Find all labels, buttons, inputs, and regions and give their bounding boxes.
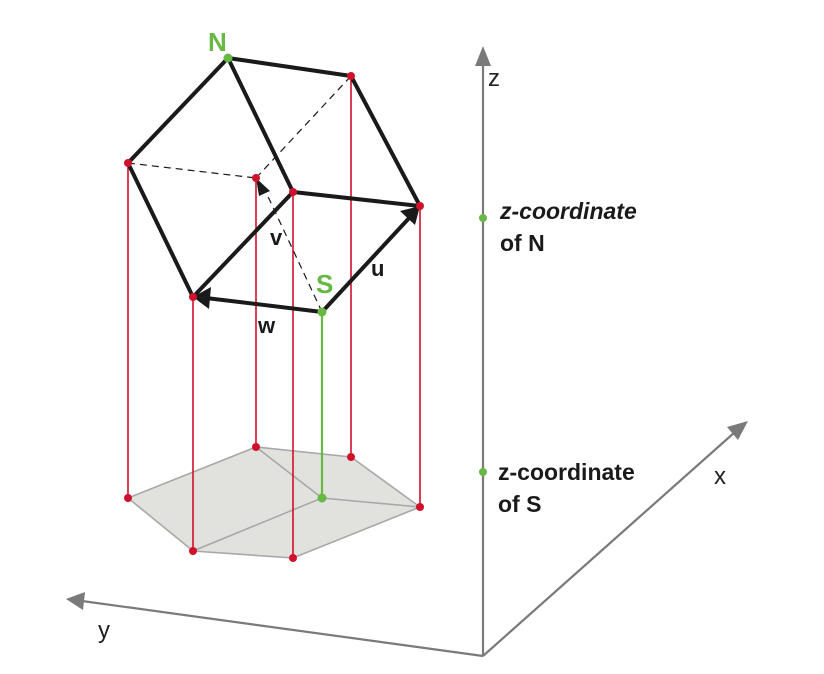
shadow-projection bbox=[126, 446, 422, 559]
edge bbox=[126, 56, 230, 165]
edge bbox=[226, 56, 295, 194]
vertices bbox=[124, 53, 487, 562]
vertex bbox=[347, 72, 355, 80]
solid-edges bbox=[126, 56, 422, 314]
labels: N S v u w z-coordinate of N z-coordinate… bbox=[208, 27, 643, 517]
y-axis bbox=[81, 599, 484, 658]
vertex bbox=[189, 293, 197, 301]
shadow-vertex bbox=[347, 453, 355, 461]
x-axis bbox=[482, 431, 736, 657]
hidden-edge-v-continuation bbox=[263, 187, 323, 313]
z-coordinate-of-n-line1: z-coordinate bbox=[499, 198, 637, 224]
vertex bbox=[252, 174, 260, 182]
z-axis-marker-s bbox=[479, 468, 487, 476]
vertex bbox=[289, 188, 297, 196]
point-label-s: S bbox=[316, 269, 333, 299]
shadow-vertex bbox=[252, 443, 260, 451]
projection-lines bbox=[127, 76, 421, 558]
vector-u-arrowhead bbox=[400, 206, 420, 225]
hidden-edge bbox=[255, 75, 352, 179]
vertex bbox=[416, 202, 424, 210]
z-coordinate-of-s-label: z-coordinate of S bbox=[498, 459, 641, 517]
vertex-s bbox=[317, 307, 327, 317]
shadow-vertex-s bbox=[317, 493, 327, 503]
edge bbox=[191, 190, 295, 299]
axes: z x y bbox=[66, 46, 748, 658]
shadow-vertex bbox=[289, 554, 297, 562]
shadow-vertex bbox=[416, 503, 424, 511]
shadow-vertex bbox=[124, 494, 132, 502]
y-axis-label: y bbox=[98, 617, 110, 644]
z-axis-arrowhead bbox=[475, 46, 491, 66]
vertex-n bbox=[223, 53, 233, 63]
shadow-edge bbox=[321, 497, 421, 508]
z-axis-marker-n bbox=[479, 214, 487, 222]
z-coordinate-of-s-line2: of S bbox=[498, 491, 541, 517]
point-label-n: N bbox=[208, 27, 227, 57]
y-axis-arrowhead bbox=[66, 592, 85, 610]
vector-w bbox=[204, 296, 324, 314]
z-coordinate-of-n-label: z-coordinate of N bbox=[499, 198, 643, 256]
z-coordinate-of-n-line2: of N bbox=[500, 230, 545, 256]
edge bbox=[226, 56, 353, 78]
hidden-edge bbox=[127, 162, 257, 179]
vector-u bbox=[320, 214, 413, 314]
x-axis-label: x bbox=[714, 463, 726, 490]
vertex bbox=[124, 159, 132, 167]
vector-v-arrowhead bbox=[256, 178, 270, 196]
z-coordinate-of-s-line1: z-coordinate bbox=[498, 459, 635, 485]
vector-label-w: w bbox=[257, 313, 276, 338]
shadow-edge bbox=[192, 497, 323, 552]
x-axis-arrowhead bbox=[727, 421, 748, 440]
shadow-edge bbox=[255, 446, 323, 499]
edge bbox=[349, 74, 422, 208]
vector-label-v: v bbox=[270, 225, 283, 250]
edge bbox=[291, 190, 422, 208]
vector-label-u: u bbox=[371, 256, 384, 281]
edge bbox=[126, 161, 195, 299]
z-axis-label: z bbox=[488, 65, 500, 92]
vector-w-arrowhead bbox=[193, 287, 211, 309]
shadow-vertex bbox=[189, 547, 197, 555]
hidden-edges bbox=[127, 75, 352, 313]
